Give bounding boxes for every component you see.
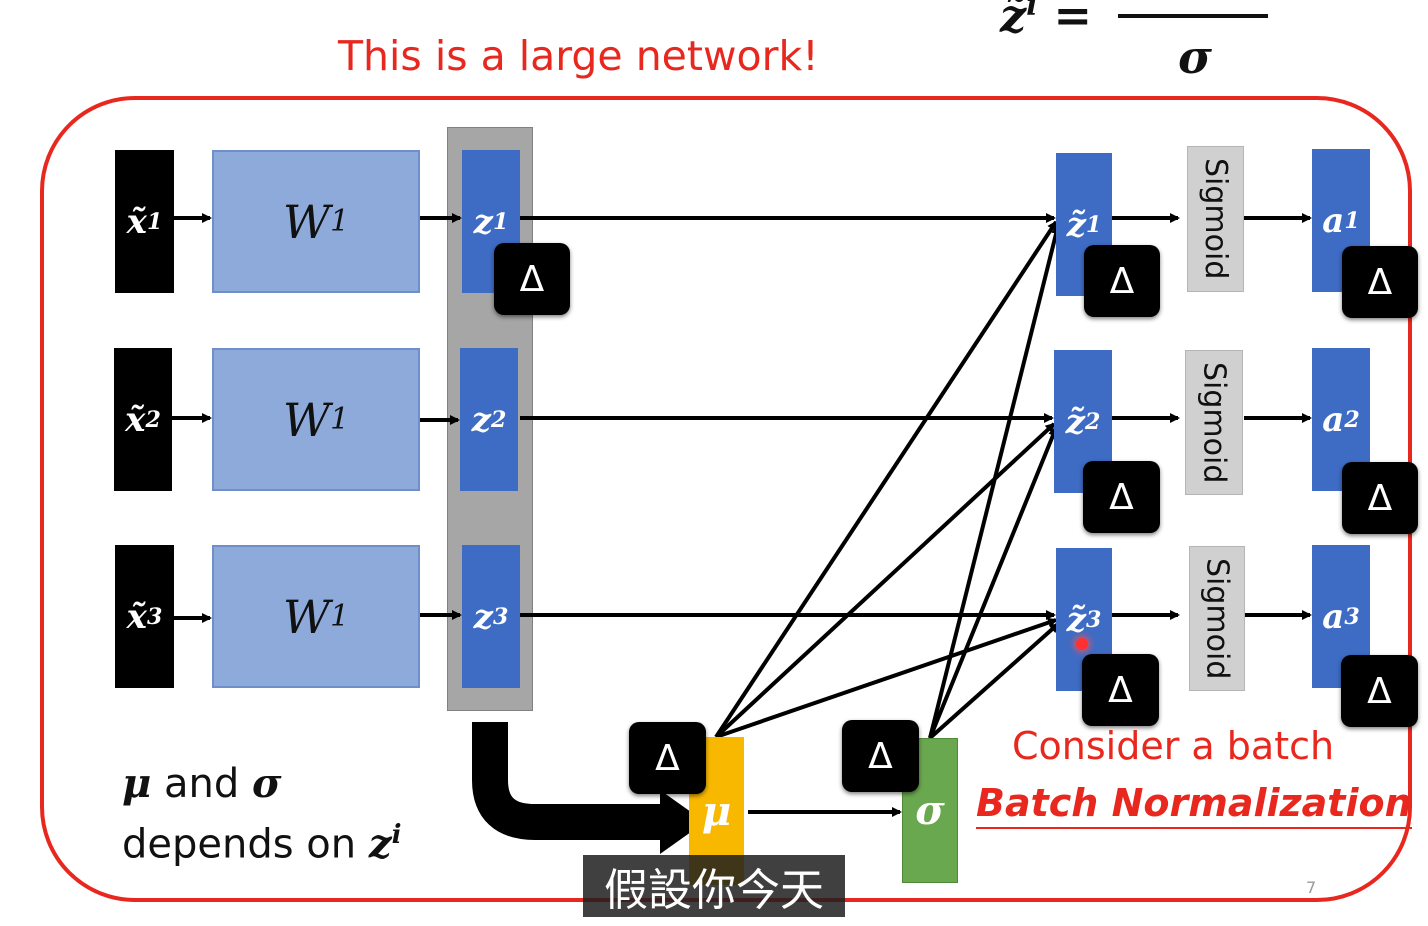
slide-title: This is a large network!: [338, 32, 819, 80]
sigmoid-label: Sigmoid: [1196, 361, 1232, 484]
batch-normalization-text: Batch Normalization: [976, 781, 1412, 829]
sigmoid-label: Sigmoid: [1198, 158, 1233, 280]
input-x1-symbol: x̃: [126, 201, 147, 242]
z-tilde3-sup: 3: [1085, 606, 1102, 633]
consider-batch-text: Consider a batch: [1012, 724, 1335, 768]
formula-z-tilde: z̃: [1000, 0, 1027, 43]
a3-symbol: a: [1322, 596, 1345, 637]
z-tilde2-sup: 2: [1084, 408, 1101, 435]
z-tilde1-symbol: z̃: [1066, 204, 1086, 245]
note-z: z: [368, 820, 392, 868]
sigmoid-label: Sigmoid: [1199, 557, 1235, 680]
note-sigma: σ: [251, 760, 282, 807]
weight-sup: 1: [330, 204, 350, 239]
input-x1: x̃1: [115, 150, 174, 293]
sigmoid-2: Sigmoid: [1185, 350, 1243, 495]
delta-badge-a1: Δ: [1342, 246, 1418, 318]
weight-symbol: W: [282, 392, 331, 447]
note-depends: depends on zi: [122, 820, 401, 867]
a3-sup: 3: [1344, 603, 1360, 630]
z2-symbol: z: [471, 399, 491, 440]
delta-badge-z-tilde1: Δ: [1084, 245, 1160, 317]
z1-symbol: z: [473, 201, 493, 242]
formula-lhs: z̃i =: [1000, 0, 1092, 42]
a2-symbol: a: [1322, 399, 1345, 440]
input-x1-sup: 1: [146, 208, 163, 235]
weight-sup: 1: [330, 599, 350, 634]
delta-badge-mu: Δ: [629, 722, 706, 794]
page-number: 7: [1306, 878, 1317, 897]
z-tilde3-symbol: z̃: [1066, 599, 1086, 640]
delta-badge-a2: Δ: [1342, 462, 1418, 534]
delta-badge-sigma: Δ: [842, 720, 919, 792]
note-mu: μ: [122, 760, 152, 807]
z-tilde2-symbol: z̃: [1065, 401, 1085, 442]
formula-denominator: σ: [1178, 30, 1212, 84]
laser-pointer: [1076, 638, 1088, 650]
note-mu-sigma: μ and σ: [122, 760, 281, 807]
fraction-line: [1118, 14, 1268, 18]
input-x2-symbol: x̃: [125, 399, 146, 440]
input-x3: x̃3: [115, 545, 174, 688]
note-and: and: [151, 761, 252, 807]
sigmoid-1: Sigmoid: [1187, 146, 1244, 292]
delta-badge-z-tilde2: Δ: [1083, 461, 1160, 533]
z3-symbol: z: [473, 596, 493, 637]
formula-equals: =: [1053, 0, 1093, 43]
a1-sup: 1: [1344, 207, 1360, 234]
delta-badge-z-tilde3: Δ: [1082, 654, 1159, 726]
a2-sup: 2: [1344, 406, 1360, 433]
z2-sup: 2: [490, 406, 507, 433]
input-x2: x̃2: [114, 348, 172, 491]
delta-badge-a3: Δ: [1341, 655, 1418, 727]
video-subtitle: 假設你今天: [583, 855, 845, 917]
a1-symbol: a: [1322, 200, 1345, 241]
note-z-sup: i: [391, 820, 402, 850]
input-x2-sup: 2: [145, 406, 161, 433]
sigmoid-3: Sigmoid: [1189, 546, 1245, 691]
formula-sup: i: [1026, 0, 1038, 23]
input-x3-sup: 3: [146, 603, 163, 630]
delta-badge-z1: Δ: [494, 243, 570, 315]
input-x3-symbol: x̃: [126, 596, 147, 637]
weight-sup: 1: [330, 402, 350, 437]
z3-sup: 3: [492, 603, 509, 630]
z1-sup: 1: [492, 208, 509, 235]
weight-symbol: W: [282, 589, 331, 644]
weight-symbol: W: [282, 194, 331, 249]
note-depends-text: depends on: [122, 821, 369, 868]
z-tilde1-sup: 1: [1085, 211, 1102, 238]
